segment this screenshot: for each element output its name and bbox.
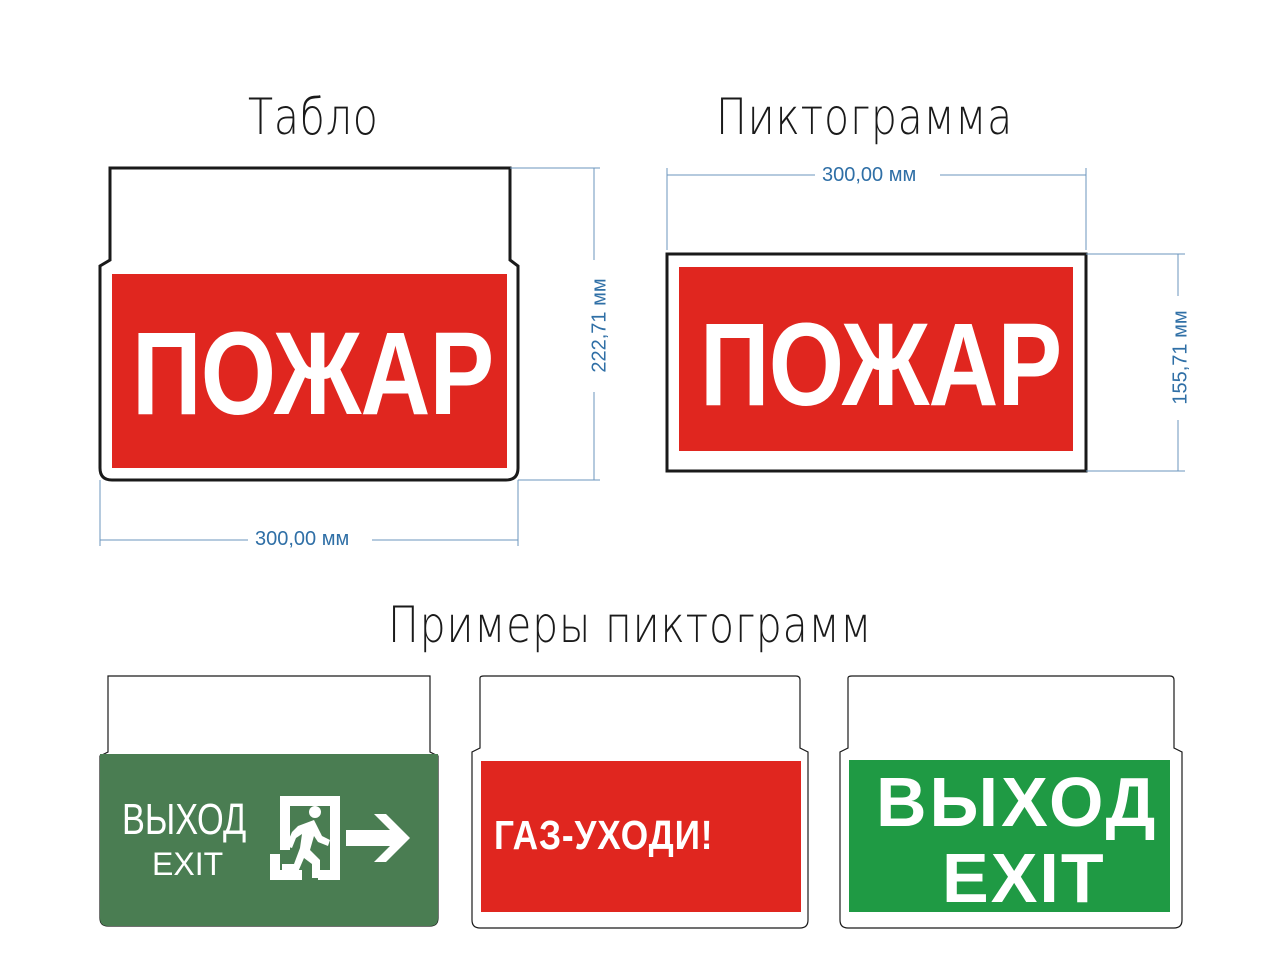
arrow-right-icon [346,814,410,862]
example1-line2: EXIT [152,846,224,882]
pictogram-red-panel [679,267,1073,451]
tablo-width-dimension [99,480,519,546]
example1-green-panel [100,754,438,926]
tablo-sign-text: ПОЖАР [132,308,494,440]
example2-red-panel [481,761,801,912]
pictogram-title: Пиктограмма [716,88,1014,146]
pictogram-width-label: 300,00 мм [818,164,921,187]
running-man-exit-icon [270,796,340,880]
example1-line1: ВЫХОД [122,795,247,844]
tablo-height-dimension [510,167,600,481]
pictogram-sign-text: ПОЖАР [700,299,1062,431]
pictogram-height-dimension [1086,253,1185,472]
tablo-width-label: 300,00 мм [251,528,354,551]
tablo-height-label: 222,71 мм [588,266,612,385]
pictogram-width-dimension [666,168,1087,250]
examples-title: Примеры пиктограмм [388,596,873,654]
tablo-red-panel [112,274,507,468]
example3-line1: ВЫХОД [876,763,1159,841]
pictogram-height-label: 155,71 мм [1169,298,1193,417]
example2-text: ГАЗ-УХОДИ! [494,812,714,858]
tablo-title: Табло [248,88,379,146]
example3-line2: EXIT [942,839,1106,917]
example3-green-panel [849,760,1170,912]
